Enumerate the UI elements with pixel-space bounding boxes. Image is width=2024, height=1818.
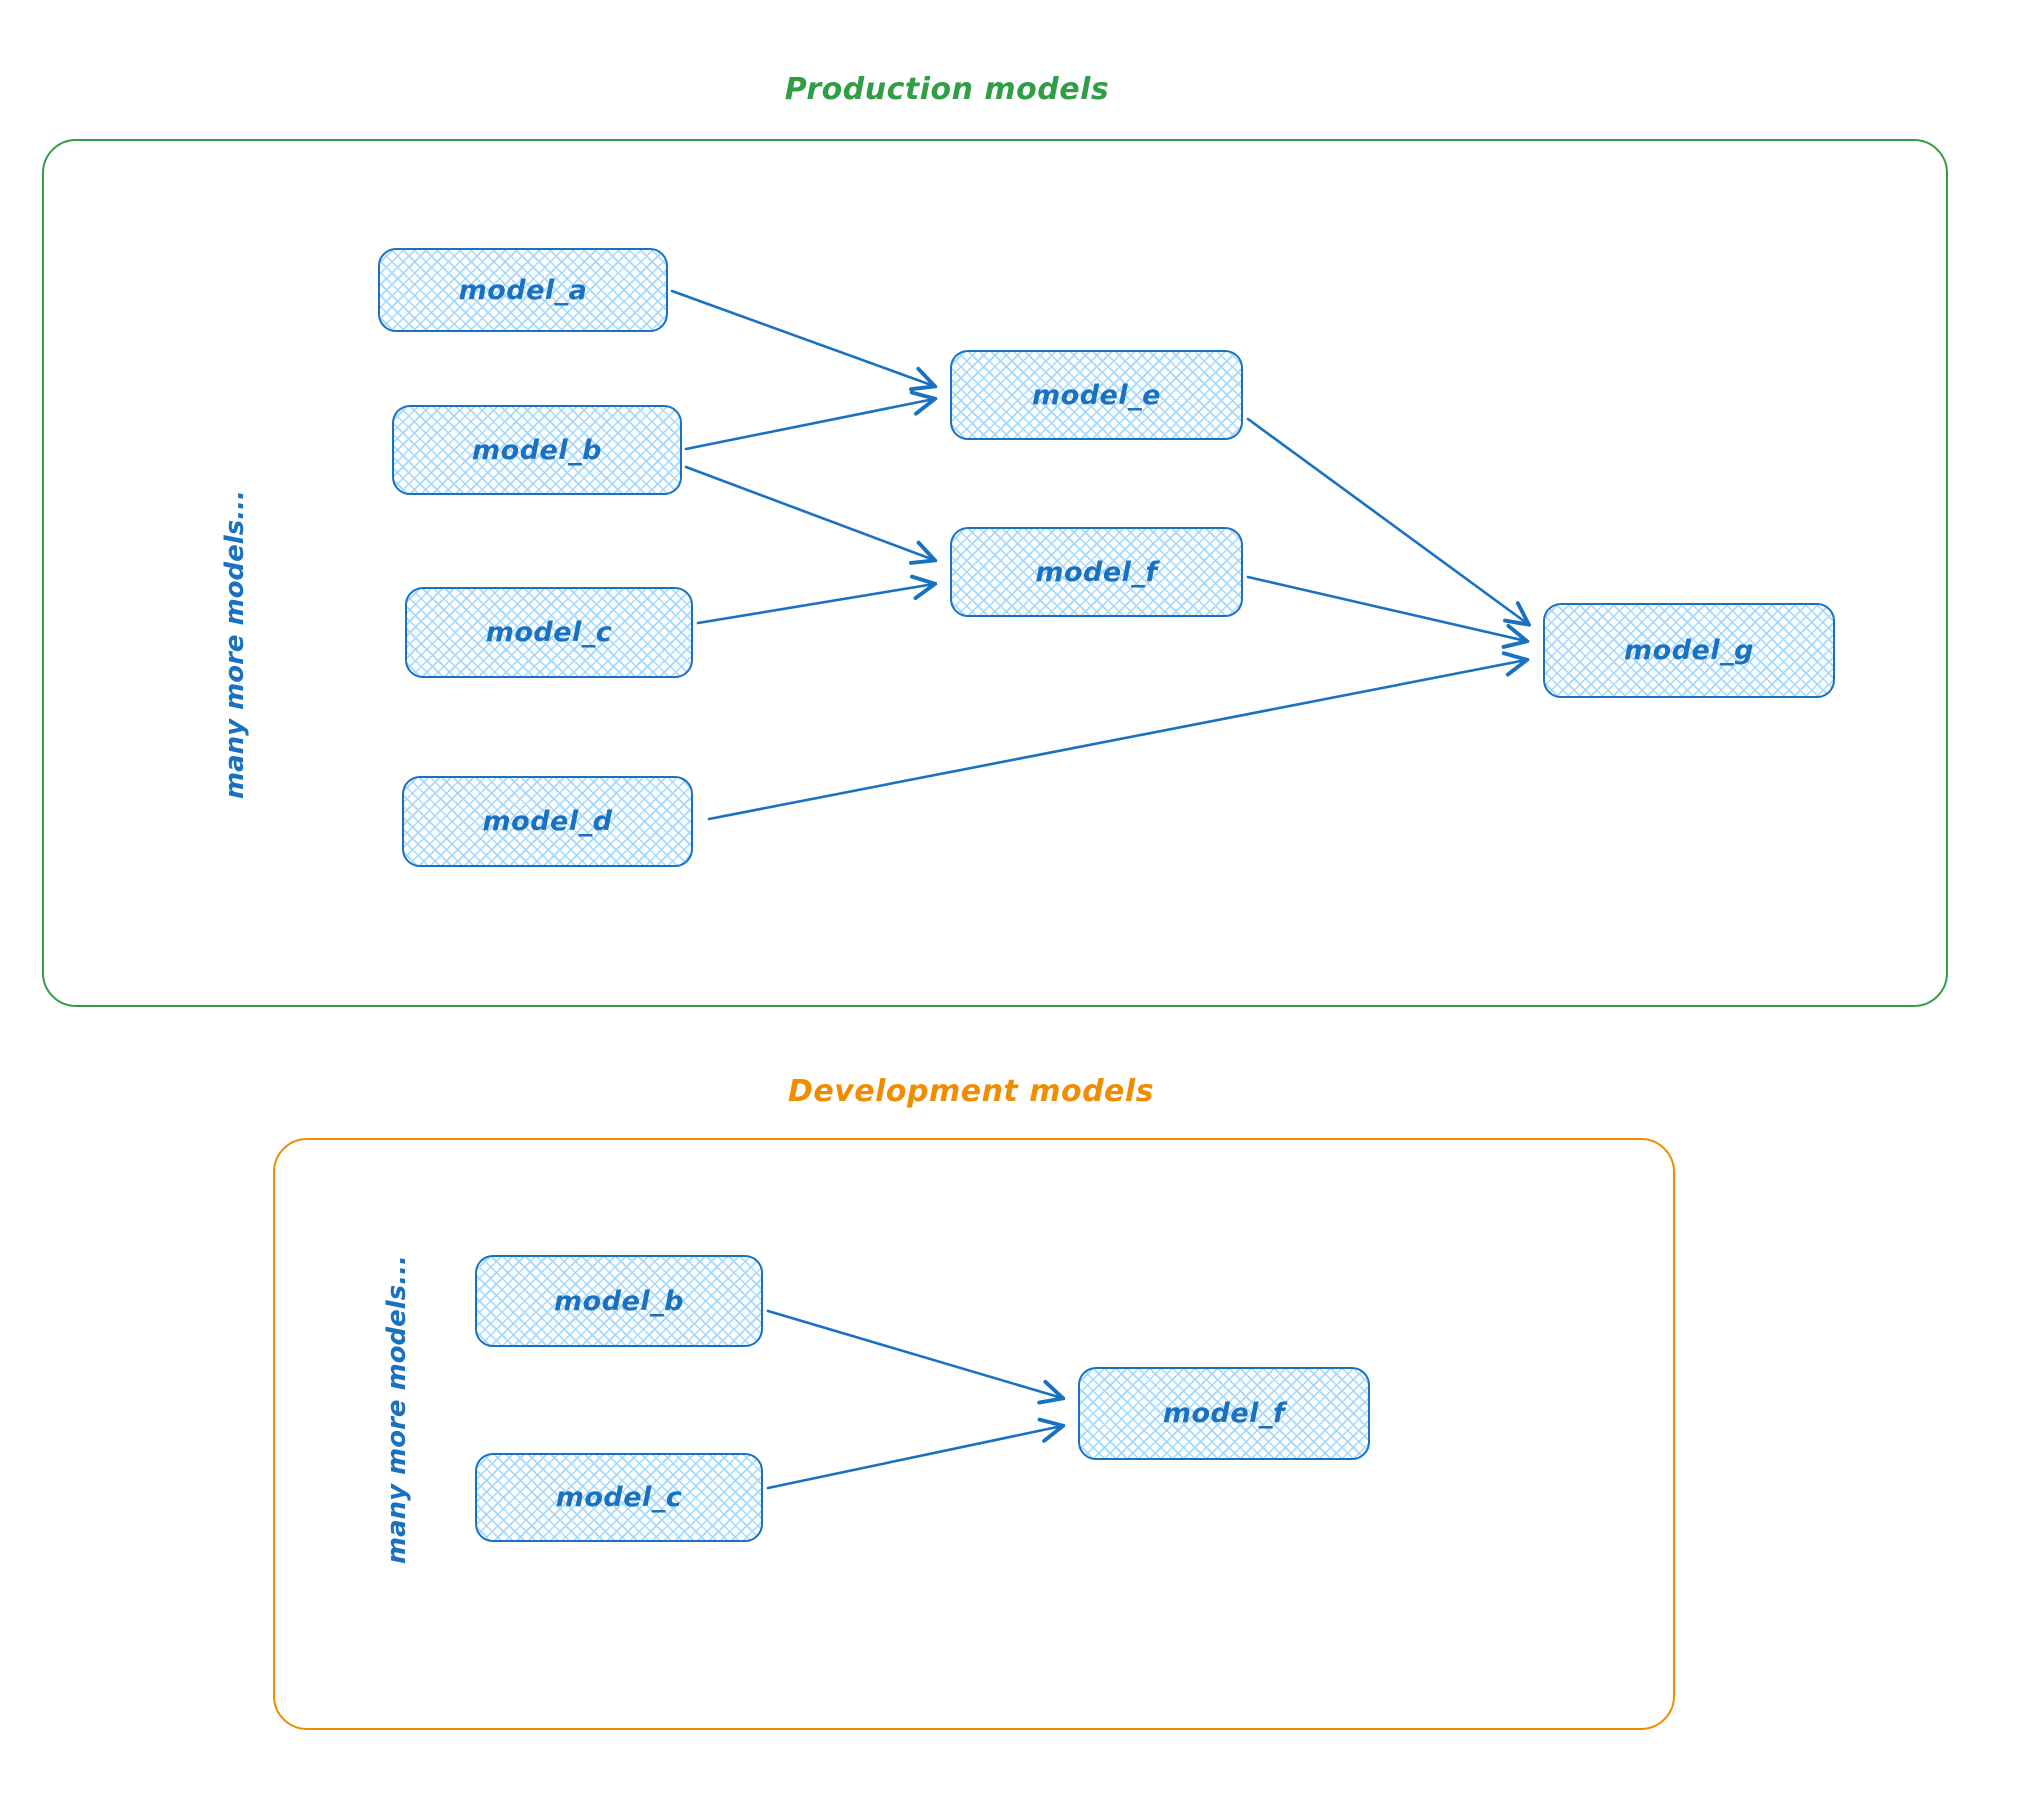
node-production-model-c[interactable]: model_c <box>405 587 693 678</box>
node-label: model_c <box>485 617 613 648</box>
node-label: model_c <box>555 1482 683 1513</box>
node-label: model_f <box>1162 1398 1286 1429</box>
node-production-model-d[interactable]: model_d <box>402 776 693 867</box>
production-side-note: many more models... <box>220 490 250 799</box>
node-production-model-f[interactable]: model_f <box>950 527 1243 617</box>
node-development-model-b[interactable]: model_b <box>475 1255 763 1347</box>
development-section-title: Development models <box>787 1074 1155 1109</box>
node-development-model-c[interactable]: model_c <box>475 1453 763 1542</box>
node-label: model_a <box>458 274 588 306</box>
node-label: model_f <box>1035 556 1158 588</box>
development-side-note: many more models... <box>382 1255 412 1564</box>
node-label: model_e <box>1032 379 1161 411</box>
node-production-model-e[interactable]: model_e <box>950 350 1243 440</box>
production-section-frame <box>42 139 1948 1007</box>
node-production-model-a[interactable]: model_a <box>378 248 668 332</box>
production-section-title: Production models <box>784 72 1110 107</box>
node-label: model_b <box>554 1285 684 1317</box>
node-production-model-g[interactable]: model_g <box>1543 603 1835 698</box>
node-production-model-b[interactable]: model_b <box>392 405 682 495</box>
node-development-model-f[interactable]: model_f <box>1078 1367 1370 1460</box>
node-label: model_b <box>472 434 602 466</box>
development-section-frame <box>273 1138 1675 1730</box>
node-label: model_d <box>482 806 613 837</box>
node-label: model_g <box>1624 635 1754 666</box>
